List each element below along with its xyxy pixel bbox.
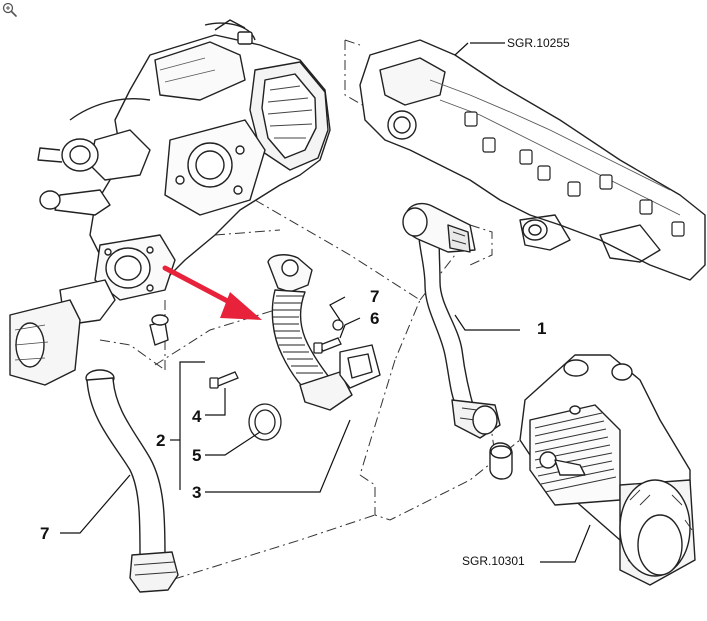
reference-label-upper: SGR.10255 <box>507 36 570 50</box>
callout-2: 2 <box>156 431 166 450</box>
callout-3: 3 <box>192 483 202 502</box>
callout-1: 1 <box>537 319 547 338</box>
intake-manifold <box>359 39 706 281</box>
egr-flex-pipe-part-2 <box>267 254 381 411</box>
callout-7-left: 7 <box>40 524 50 543</box>
oil-cooler-assembly <box>489 354 696 586</box>
magnifier-zoom-icon <box>2 2 17 17</box>
leader-lines <box>60 42 591 563</box>
coolant-pipe-part-1 <box>402 202 501 439</box>
hose-part-7 <box>85 369 179 593</box>
callout-5: 5 <box>192 446 202 465</box>
small-hardware <box>209 319 344 441</box>
egr-module-assembly <box>9 19 331 386</box>
callout-4: 4 <box>192 407 202 426</box>
highlight-arrow <box>162 265 262 320</box>
callout-7-top: 7 <box>370 287 380 306</box>
callout-6: 6 <box>370 309 380 328</box>
zoom-button[interactable] <box>2 2 18 18</box>
reference-label-lower: SGR.10301 <box>462 554 525 568</box>
